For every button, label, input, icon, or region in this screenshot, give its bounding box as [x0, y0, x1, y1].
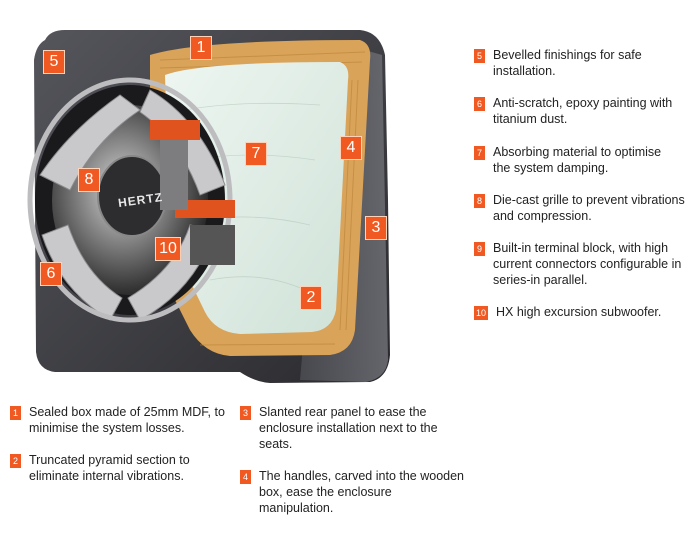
subwoofer-cutaway-illustration: 1 2 3 4 5 6 7 8 10 HERTZ	[0, 0, 460, 400]
callout-marker-5: 5	[43, 50, 65, 74]
callout-marker-7: 7	[245, 142, 267, 166]
legend-number: 3	[240, 406, 251, 420]
driver-motor	[150, 120, 235, 265]
legend-item-7: 7 Absorbing material to optimise the sys…	[474, 144, 700, 176]
callout-marker-6: 6	[40, 262, 62, 286]
legend-item-2: 2 Truncated pyramid section to eliminate…	[10, 452, 240, 484]
legend-item-3: 3 Slanted rear panel to ease the enclosu…	[240, 404, 470, 452]
legend-item-1: 1 Sealed box made of 25mm MDF, to minimi…	[10, 404, 240, 436]
legend-number: 8	[474, 194, 485, 208]
legend-item-5: 5 Bevelled finishings for safe installat…	[474, 47, 700, 79]
legend-number: 5	[474, 49, 485, 63]
legend-text: Anti-scratch, epoxy painting with titani…	[493, 96, 673, 126]
legend-item-10: 10 HX high excursion subwoofer.	[474, 304, 700, 320]
legend-number: 2	[10, 454, 21, 468]
legend-item-6: 6 Anti-scratch, epoxy painting with tita…	[474, 95, 700, 127]
legend-number: 4	[240, 470, 251, 484]
legend-text: Bevelled finishings for safe installatio…	[493, 48, 642, 78]
legend-number: 10	[474, 306, 488, 320]
callout-marker-10: 10	[155, 237, 181, 261]
legend-text: Truncated pyramid section to eliminate i…	[29, 453, 190, 483]
legend-text: The handles, carved into the wooden box,…	[259, 469, 464, 515]
legend-item-9: 9 Built-in terminal block, with high cur…	[474, 240, 700, 288]
enclosure-svg	[27, 30, 390, 383]
legend-text: Sealed box made of 25mm MDF, to minimise…	[29, 405, 225, 435]
legend-text: Slanted rear panel to ease the enclosure…	[259, 405, 438, 451]
legend-number: 1	[10, 406, 21, 420]
callout-marker-1: 1	[190, 36, 212, 60]
legend-text: Die-cast grille to prevent vibrations an…	[493, 193, 685, 223]
legend-number: 9	[474, 242, 485, 256]
legend-number: 6	[474, 97, 485, 111]
legend-number: 7	[474, 146, 485, 160]
callout-marker-4: 4	[340, 136, 362, 160]
legend-item-8: 8 Die-cast grille to prevent vibrations …	[474, 192, 700, 224]
legend-text: Built-in terminal block, with high curre…	[493, 241, 682, 287]
legend-item-4: 4 The handles, carved into the wooden bo…	[240, 468, 470, 516]
legend-text: Absorbing material to optimise the syste…	[493, 145, 662, 175]
die-cast-grille	[39, 89, 226, 321]
callout-marker-3: 3	[365, 216, 387, 240]
callout-marker-8: 8	[78, 168, 100, 192]
legend-text: HX high excursion subwoofer.	[496, 305, 662, 319]
callout-marker-2: 2	[300, 286, 322, 310]
